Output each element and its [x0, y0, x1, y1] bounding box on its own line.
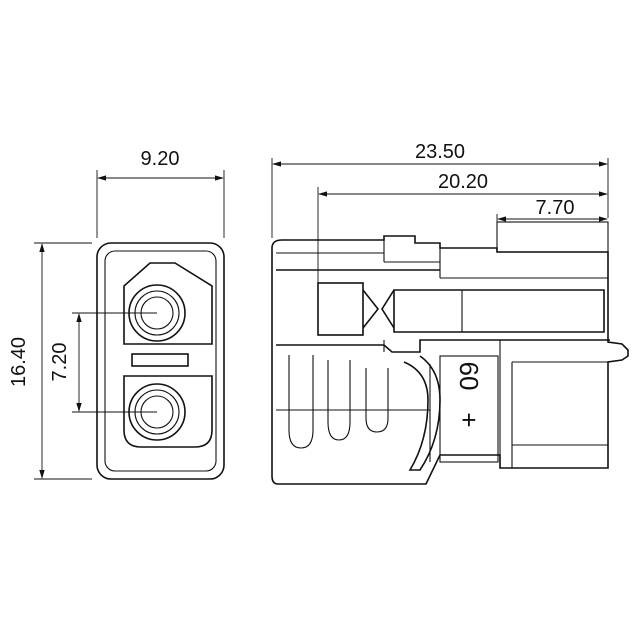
dimension-label-height: 16.40 — [8, 337, 30, 387]
front-housing-outline — [96, 242, 225, 480]
polarity-key-slot — [131, 353, 189, 367]
front-view — [96, 242, 225, 480]
dimension-label-pin-spacing: 7.20 — [49, 343, 71, 382]
dimension-height-front: 16.40 — [8, 242, 92, 480]
front-housing-inner-outline — [104, 250, 217, 472]
dimension-length-overall: 23.50 — [271, 141, 609, 238]
dimension-label-width: 9.20 — [141, 148, 180, 170]
dimension-pin-spacing: 7.20 — [49, 312, 157, 413]
grip-fin-3 — [365, 368, 389, 433]
model-number-marking: 60 — [454, 362, 484, 391]
side-view: + 60 — [271, 221, 629, 485]
side-housing-outline — [271, 235, 629, 485]
lower-housing-wall — [276, 339, 610, 353]
dimension-length-body: 20.20 — [317, 171, 608, 283]
marking-panel — [439, 355, 499, 463]
contact-chevron — [362, 289, 395, 329]
rear-contact-barrel — [317, 282, 364, 336]
solder-pin — [393, 289, 605, 333]
dimension-label-length-body: 20.20 — [438, 171, 488, 193]
grip-fin-2 — [327, 360, 351, 441]
dimension-label-length-overall: 23.50 — [415, 141, 465, 163]
lower-pin-cavity — [123, 375, 213, 448]
grip-fin-1 — [288, 355, 314, 449]
polarity-plus-marking: + — [454, 412, 484, 427]
pin-reference-box — [496, 221, 609, 253]
upper-pin-cavity — [123, 262, 213, 345]
dimension-label-length-pin: 7.70 — [536, 197, 575, 219]
cutaway-curve — [403, 355, 441, 471]
dimension-length-pin: 7.70 — [496, 197, 608, 222]
dimension-width-front: 9.20 — [96, 148, 225, 238]
